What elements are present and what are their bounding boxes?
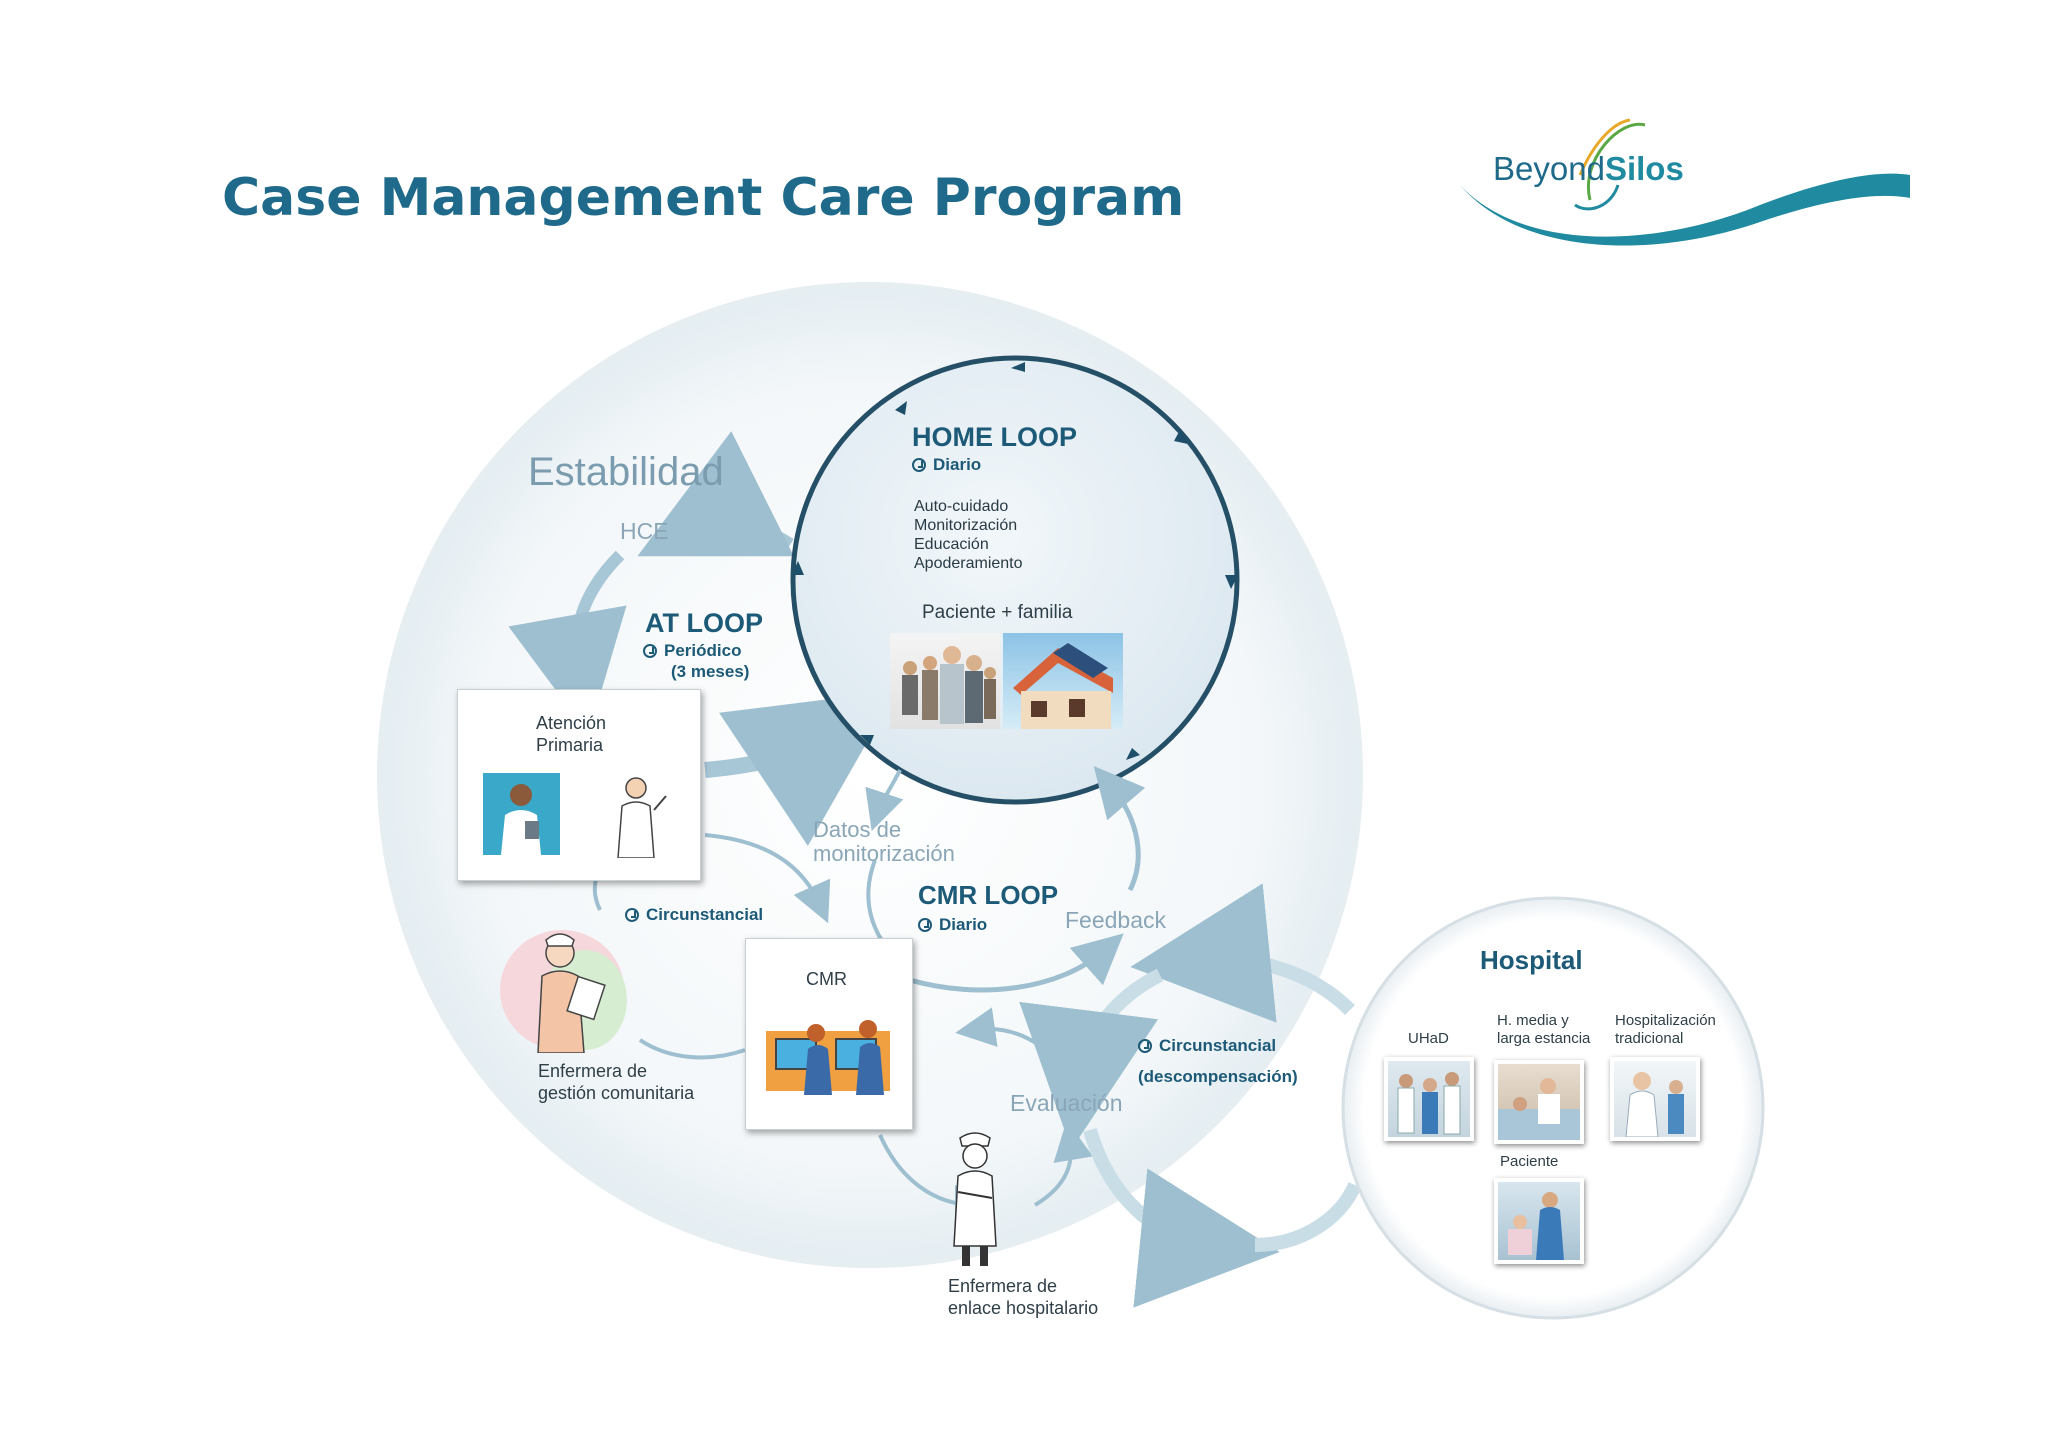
logo-text-beyond: Beyond	[1493, 150, 1605, 187]
activity-item: Monitorización	[914, 517, 1018, 534]
cmr-box: CMR	[745, 938, 913, 1130]
uhad-photo	[1384, 1057, 1474, 1141]
at-loop-bottom-arrow	[704, 690, 897, 846]
family-photo	[890, 633, 1000, 729]
atencion-primaria-box: Atención Primaria	[457, 689, 701, 881]
page-title: Case Management Care Program	[222, 168, 1185, 228]
cmr-loop-bottom	[909, 933, 1124, 993]
cmr-loop-frequency: Diario	[918, 915, 987, 935]
enfermera-hospitalaria-label: Enfermera de enlace hospitalario	[948, 1276, 1099, 1318]
estabilidad-label: Estabilidad	[528, 450, 724, 494]
clock-icon	[1138, 1039, 1152, 1053]
hospital-title: Hospital	[1480, 945, 1583, 975]
clock-icon	[643, 644, 657, 658]
uhad-label: UHaD	[1408, 1030, 1449, 1047]
clock-icon	[918, 918, 932, 932]
hospitalizacion-tradicional-photo	[1610, 1057, 1700, 1141]
hospitalizacion-tradicional-label: Hospitalización tradicional	[1615, 1012, 1716, 1047]
circ-left-top	[704, 833, 831, 924]
hospital-bottom-arrow	[1083, 1128, 1280, 1308]
doctor-man-icon	[606, 770, 676, 859]
paciente-photo	[1494, 1178, 1584, 1264]
clock-icon	[912, 458, 926, 472]
house-icon	[1003, 633, 1123, 729]
activity-item: Educación	[914, 536, 989, 553]
cmr-label: CMR	[806, 969, 847, 989]
home-loop-title: HOME LOOP	[912, 422, 1078, 452]
home-loop-subject: Paciente + familia	[922, 602, 1073, 623]
paciente-label: Paciente	[1500, 1153, 1559, 1170]
at-loop-left-arrow	[508, 550, 627, 735]
nurse-community-icon	[520, 928, 620, 1054]
hospital-left-arrow	[1019, 968, 1164, 1150]
hce-label: HCE	[620, 518, 669, 544]
hce-arrow	[637, 431, 794, 557]
hospital-top-arrow	[1130, 883, 1355, 1023]
feedback-label: Feedback	[1065, 907, 1167, 933]
circunstancial-right: Circunstancial (descompensación)	[1138, 1036, 1298, 1086]
evaluacion-label: Evaluación	[1010, 1090, 1123, 1116]
doctor-woman-icon	[483, 773, 560, 855]
datos-monitorizacion-label: Datos de monitorización	[813, 817, 955, 866]
computer-icon	[766, 1019, 890, 1095]
logo-swoosh	[1460, 118, 1910, 246]
media-estancia-photo	[1494, 1060, 1584, 1144]
home-loop-frequency: Diario	[912, 455, 981, 475]
logo-text-silos: Silos	[1604, 150, 1684, 187]
hospital-right-arrow	[1254, 1181, 1362, 1252]
datos-arrow	[865, 769, 904, 831]
nurse-hospital-icon	[940, 1128, 1010, 1268]
activity-item: Apoderamiento	[914, 555, 1023, 572]
atencion-primaria-label: Atención Primaria	[536, 713, 607, 755]
clock-icon	[625, 908, 639, 922]
feedback-arrow	[1093, 766, 1146, 892]
at-loop-frequency: Periódico (3 meses)	[643, 640, 749, 682]
at-loop-title: AT LOOP	[645, 608, 763, 638]
cmr-loop-title: CMR LOOP	[918, 880, 1059, 910]
home-loop-activities: Auto-cuidado Monitorización Educación Ap…	[914, 497, 1023, 573]
beyondsilos-logo: BeyondSilos	[1493, 150, 1684, 188]
enfermera-comunitaria-label: Enfermera de gestión comunitaria	[538, 1061, 695, 1103]
activity-item: Auto-cuidado	[914, 498, 1009, 515]
circunstancial-left: Circunstancial	[625, 905, 763, 925]
media-estancia-label: H. media y larga estancia	[1497, 1012, 1591, 1047]
circ-left-bottom	[638, 1038, 746, 1060]
